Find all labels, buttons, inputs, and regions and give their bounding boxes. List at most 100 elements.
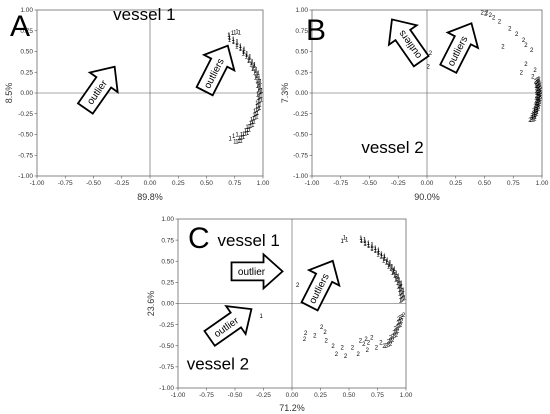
data-point: 1 [399,295,403,301]
y-tick-label: -1.00 [159,385,174,392]
data-point: 1 [395,276,399,282]
data-point: 1 [388,262,392,268]
data-point: 1 [258,106,262,112]
x-tick-label: 0.50 [478,180,491,187]
data-point: 1 [398,278,402,284]
data-point: 1 [260,314,264,320]
data-point: 1 [398,282,402,288]
y-tick-label: -0.75 [159,364,174,371]
data-point: 1 [232,39,236,45]
data-point: 1 [385,259,389,265]
data-point: 2 [538,82,542,88]
data-point: 1 [386,258,390,264]
data-point: 1 [255,108,259,114]
data-point: 1 [388,260,392,266]
y-axis-label: 8.5% [4,83,14,104]
data-point: 1 [387,265,391,271]
data-point: 1 [256,111,260,117]
data-point: 1 [360,238,364,244]
data-point: 1 [401,297,405,303]
data-point: 2 [530,113,534,119]
x-tick-label: -0.75 [58,180,73,187]
data-point: 1 [231,37,235,43]
x-tick-label: -0.25 [256,392,271,399]
data-point: 2 [398,320,402,326]
data-point: 2 [532,109,536,115]
data-point: 1 [255,68,259,74]
x-tick-label: -0.75 [199,392,214,399]
x-tick-label: 0.25 [172,180,185,187]
x-tick-label: -0.50 [362,180,377,187]
data-point: 1 [239,44,243,50]
data-point: 1 [397,279,401,285]
y-tick-label: 1.00 [295,7,308,14]
data-point: 2 [387,343,391,349]
panel-letter: B [306,14,326,47]
arrow-icon [387,18,430,68]
data-point: 2 [537,98,541,104]
data-point: 1 [254,112,258,118]
data-point: 1 [370,244,374,250]
data-point: 2 [391,338,395,344]
data-point: 1 [393,267,397,273]
x-axis-label: 90.0% [414,192,440,202]
data-point: 2 [524,43,528,49]
y-tick-label: -0.25 [293,111,308,118]
data-point: 2 [498,20,502,26]
y-tick-label: 0.75 [295,28,308,35]
data-point: 1 [232,134,236,140]
data-point: 1 [244,129,248,135]
y-tick-label: -0.75 [18,152,33,159]
data-point: 2 [535,91,539,97]
data-point: 1 [400,289,404,295]
data-point: 2 [391,335,395,341]
data-point: 2 [534,79,538,85]
data-point: 2 [537,86,541,92]
data-point: 1 [253,63,257,69]
data-point: 1 [256,87,260,93]
data-point: 1 [242,48,246,54]
data-point: 2 [533,117,537,123]
data-point: 1 [255,104,259,110]
y-tick-label: 0.50 [295,49,308,56]
data-point: 1 [247,59,251,65]
data-point: 1 [383,256,387,262]
data-point: 2 [539,97,543,103]
data-point: 1 [253,116,257,122]
data-point: 2 [389,342,393,348]
data-point: 2 [399,323,403,329]
data-point: 1 [399,299,403,305]
data-point: 1 [377,251,381,257]
data-point: 1 [374,248,378,254]
arrow-icon [439,22,480,75]
data-point: 1 [259,80,263,86]
x-axis-label: 89.8% [137,192,163,202]
data-point: 1 [370,243,374,249]
data-point: 2 [536,93,540,99]
data-point: 1 [363,241,367,247]
data-point: 2 [524,62,528,68]
data-point: 2 [304,331,308,337]
data-point: 2 [359,339,363,345]
arrow-icon [300,259,341,312]
data-point: 2 [303,337,307,343]
data-point: 1 [394,271,398,277]
x-tick-label: 0.50 [343,392,356,399]
data-point: 1 [257,103,261,109]
data-point: 1 [259,85,263,91]
data-point: 2 [538,100,542,106]
data-point: 1 [387,263,391,269]
data-point: 1 [390,266,394,272]
y-tick-label: -0.50 [293,132,308,139]
data-point: 2 [394,330,398,336]
data-point: 2 [534,106,538,112]
data-point: 2 [535,105,539,111]
data-point: 2 [530,116,534,122]
data-point: 1 [379,255,383,261]
data-point: 2 [534,110,538,116]
data-point: 2 [536,78,540,84]
data-point: 2 [535,101,539,107]
data-point: 1 [235,44,239,50]
